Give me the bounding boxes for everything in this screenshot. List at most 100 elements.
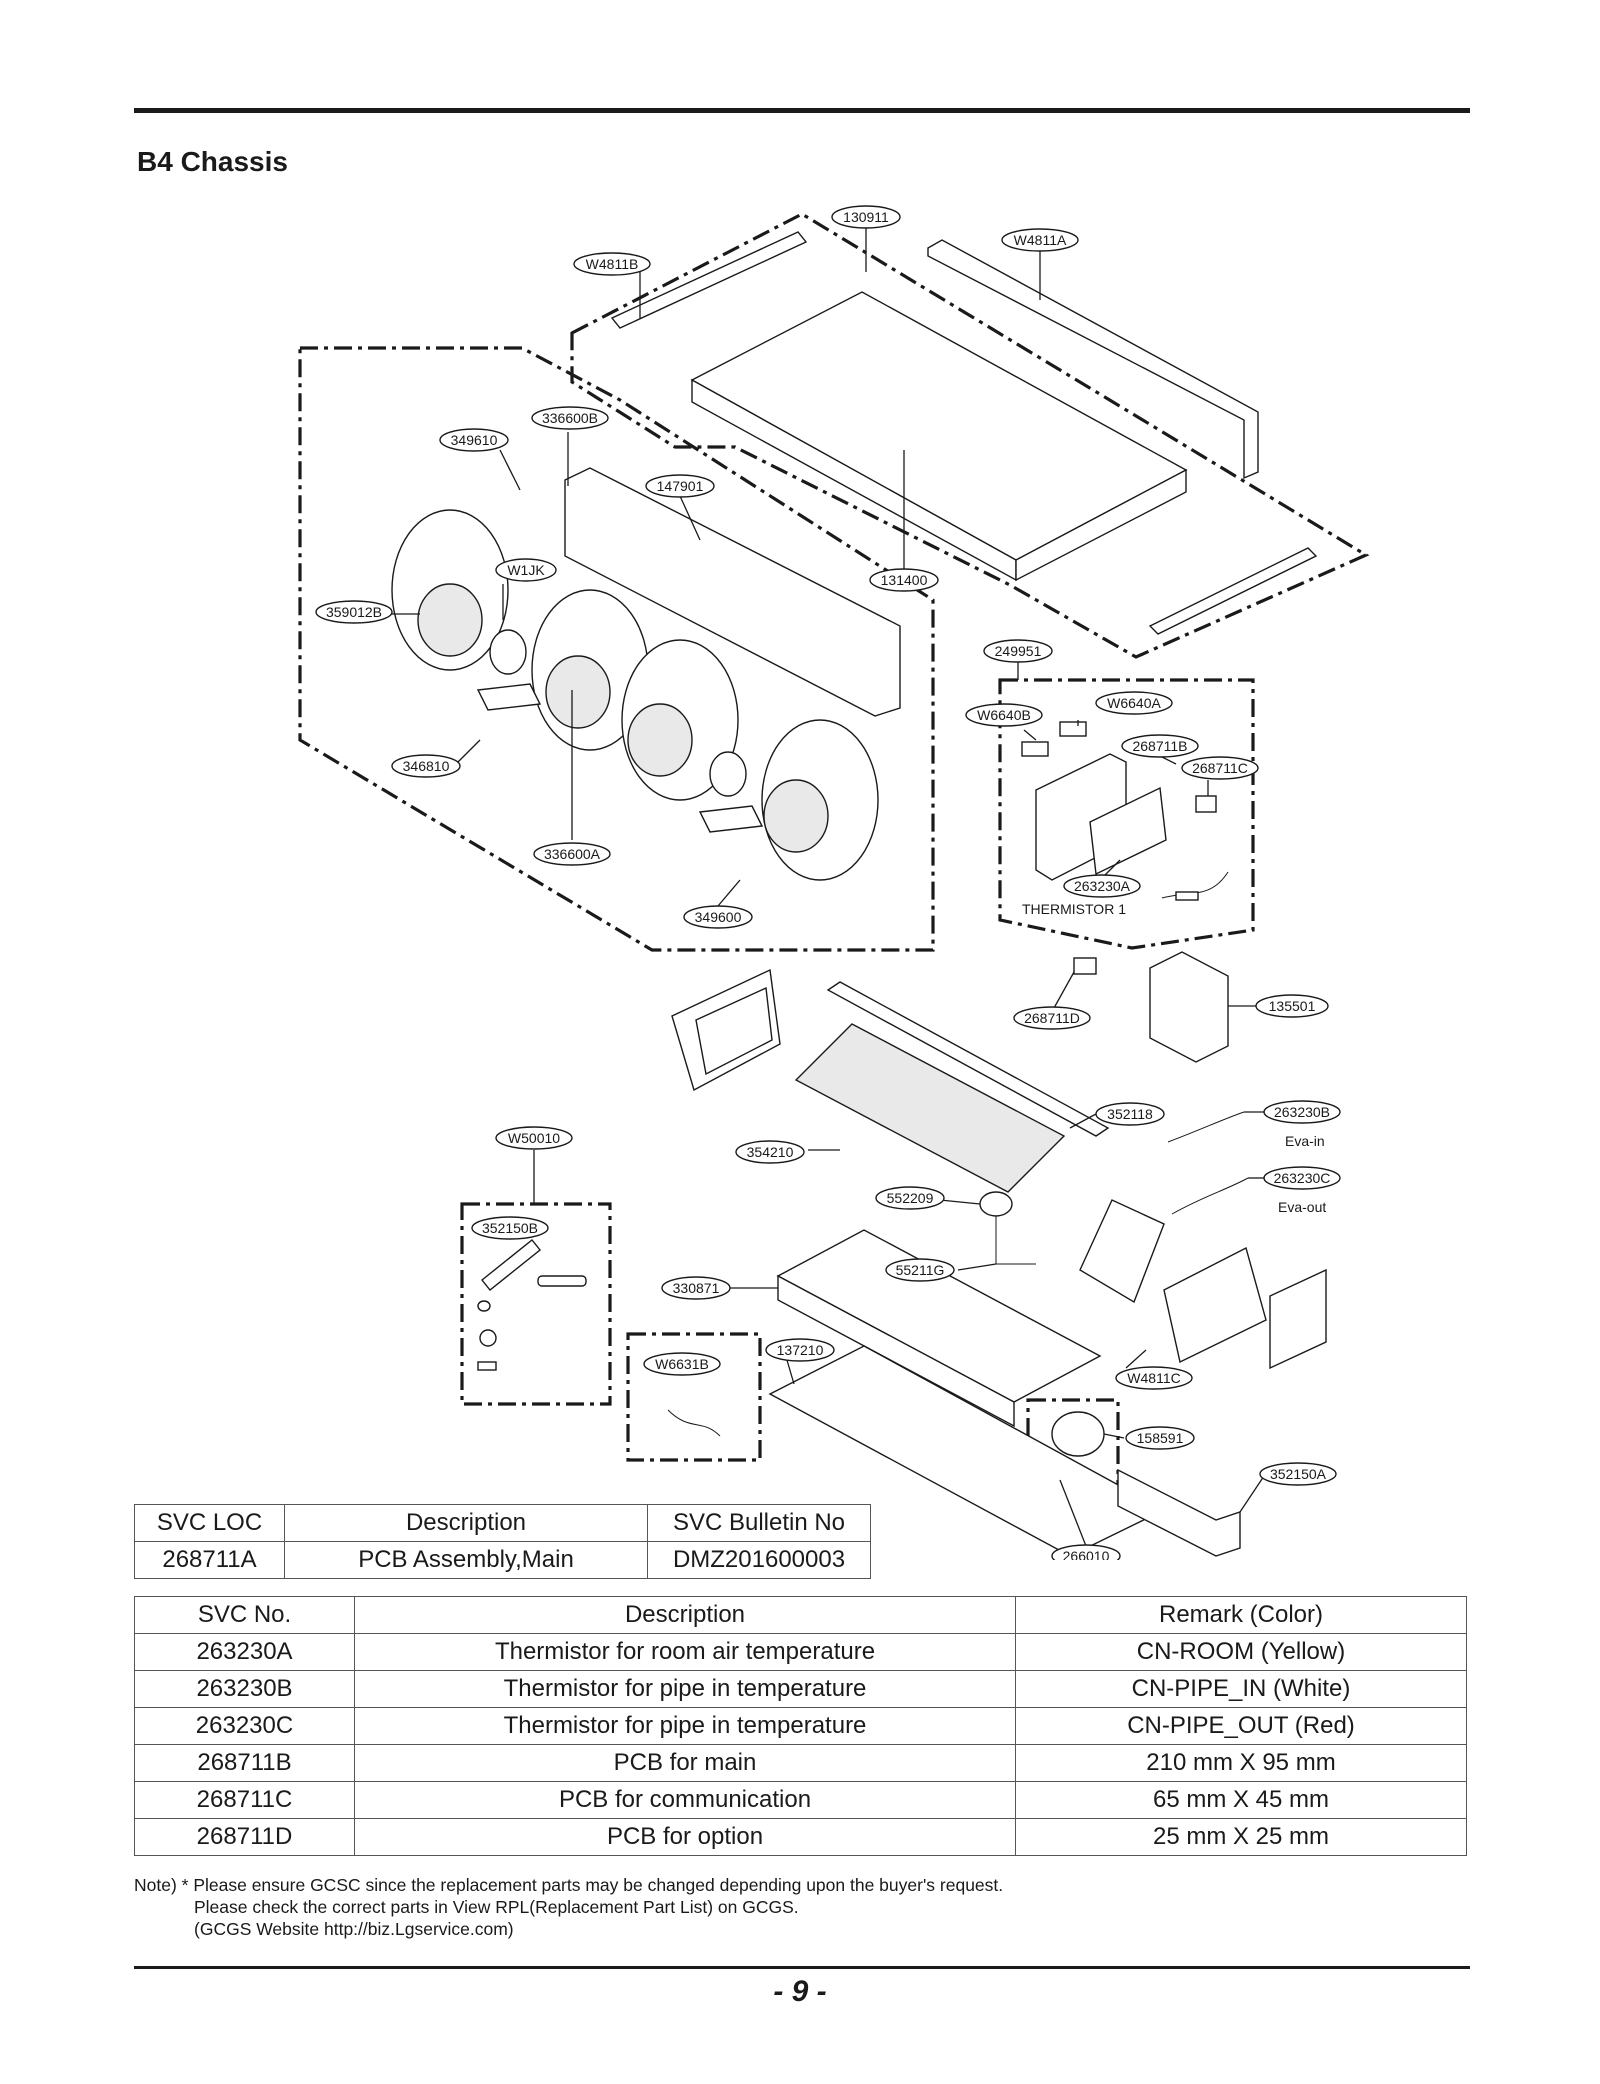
thermistor-263230a	[1161, 871, 1229, 901]
heat-exchanger-354210	[794, 1023, 1066, 1193]
svg-text:W6640A: W6640A	[1107, 695, 1161, 711]
svg-text:336600A: 336600A	[544, 846, 601, 862]
footnote-line: Please check the correct parts in View R…	[194, 1897, 799, 1917]
cell-description: PCB for communication	[354, 1781, 1016, 1819]
callout-131400: 131400	[869, 568, 939, 592]
top-rule	[134, 108, 1470, 113]
callout-349600: 349600	[683, 905, 753, 929]
svg-text:336600B: 336600B	[542, 410, 598, 426]
svg-text:349600: 349600	[695, 909, 742, 925]
svg-text:W4811B: W4811B	[586, 256, 639, 272]
leader-lines	[390, 224, 1265, 1547]
eva-in-label: Eva-in	[1285, 1133, 1325, 1149]
svc-bulletin-table: SVC LOC Description SVC Bulletin No 2687…	[134, 1504, 871, 1579]
callout-266010: 266010	[1051, 1544, 1121, 1560]
motor-mounts	[476, 683, 764, 833]
svg-text:131400: 131400	[881, 572, 928, 588]
header-remark: Remark (Color)	[1015, 1596, 1467, 1634]
svg-text:330871: 330871	[673, 1280, 720, 1296]
bracket-w4811b	[610, 231, 808, 329]
callout-359012b: 359012B	[315, 600, 393, 624]
cell-description: PCB Assembly,Main	[284, 1541, 648, 1579]
control-box-249951	[1035, 753, 1167, 881]
callout-w4811b: W4811B	[573, 252, 651, 276]
svg-text:55211G: 55211G	[896, 1262, 945, 1278]
drain-hose-kit-352150b	[477, 1239, 587, 1371]
comm-pcb-268711c	[1195, 795, 1217, 813]
header-description: Description	[284, 1504, 648, 1542]
callout-135501: 135501	[1255, 994, 1329, 1018]
cell-remark: CN-PIPE_IN (White)	[1015, 1670, 1467, 1708]
svg-text:135501: 135501	[1269, 998, 1316, 1014]
callout-352150b: 352150B	[471, 1216, 549, 1240]
table-row: 263230A Thermistor for room air temperat…	[134, 1633, 1467, 1671]
callout-352150a: 352150A	[1259, 1462, 1337, 1486]
wire-w6631b	[667, 1409, 721, 1437]
cell-description: PCB for main	[354, 1744, 1016, 1782]
callout-130911: 130911	[831, 205, 901, 229]
top-panel-352118	[826, 981, 1110, 1137]
control-box-group-outline	[998, 678, 1255, 950]
svg-text:W1JK: W1JK	[507, 562, 545, 578]
callout-263230b: 263230B	[1263, 1100, 1341, 1124]
parts-table: SVC No. Description Remark (Color) 26323…	[134, 1596, 1467, 1856]
callout-w4811a: W4811A	[1001, 228, 1079, 252]
top-cover-group-outline	[570, 212, 1370, 659]
callout-349610: 349610	[439, 428, 509, 452]
cell-remark: 65 mm X 45 mm	[1015, 1781, 1467, 1819]
callout-263230c: 263230C	[1263, 1166, 1341, 1190]
svg-text:W4811A: W4811A	[1014, 232, 1067, 248]
callout-263230a: 263230A	[1063, 874, 1141, 898]
svg-text:158591: 158591	[1137, 1430, 1184, 1446]
cell-svc-no: 263230A	[134, 1633, 355, 1671]
svg-text:W4811C: W4811C	[1127, 1370, 1180, 1386]
svg-text:346810: 346810	[403, 758, 450, 774]
callout-249951: 249951	[983, 639, 1053, 663]
svg-text:352118: 352118	[1107, 1106, 1153, 1122]
callout-w6640a: W6640A	[1095, 691, 1173, 715]
cell-remark: CN-ROOM (Yellow)	[1015, 1633, 1467, 1671]
callout-552209: 552209	[875, 1186, 945, 1210]
svg-text:263230C: 263230C	[1274, 1170, 1331, 1186]
callout-55211g: 55211G	[885, 1258, 955, 1282]
svg-text:359012B: 359012B	[326, 604, 382, 620]
cell-svc-no: 268711C	[134, 1781, 355, 1819]
svg-text:268711C: 268711C	[1192, 760, 1248, 776]
header-svc-bulletin-no: SVC Bulletin No	[647, 1504, 871, 1542]
fan-mounting-plate-336600b	[564, 467, 901, 717]
expansion-valve-552209	[979, 1191, 1036, 1265]
cell-svc-loc: 268711A	[134, 1541, 285, 1579]
header-description: Description	[354, 1596, 1016, 1634]
table-header-row: SVC No. Description Remark (Color)	[134, 1596, 1467, 1634]
callout-268711c: 268711C	[1181, 756, 1259, 780]
svg-text:249951: 249951	[995, 643, 1042, 659]
side-panels-right	[1079, 1199, 1327, 1370]
header-svc-loc: SVC LOC	[134, 1504, 285, 1542]
elec-box-135501	[1149, 951, 1229, 1063]
side-filters	[671, 968, 781, 1092]
svg-text:349610: 349610	[451, 432, 498, 448]
callout-147901: 147901	[645, 474, 715, 498]
svg-text:147901: 147901	[657, 478, 704, 494]
svg-text:352150A: 352150A	[1270, 1466, 1327, 1482]
cell-description: PCB for option	[354, 1818, 1016, 1856]
page-number: - 9 -	[773, 1975, 827, 2008]
bottom-rule	[134, 1966, 1470, 1969]
cell-description: Thermistor for room air temperature	[354, 1633, 1016, 1671]
svg-text:354210: 354210	[747, 1144, 794, 1160]
svg-text:137210: 137210	[777, 1342, 824, 1358]
table-row: 268711B PCB for main 210 mm X 95 mm	[134, 1744, 1467, 1782]
callout-w6631b: W6631B	[643, 1352, 721, 1376]
svg-text:268711B: 268711B	[1132, 738, 1187, 754]
svg-text:263230A: 263230A	[1074, 878, 1131, 894]
table-row: 268711A PCB Assembly,Main DMZ201600003	[134, 1541, 871, 1579]
exploded-parts-diagram: 130911 W4811A W4811B 336600B 349610 1479…	[298, 205, 1370, 1560]
thermistor-1-label: THERMISTOR 1	[1022, 901, 1126, 917]
svg-text:552209: 552209	[887, 1190, 934, 1206]
callout-330871: 330871	[661, 1276, 731, 1300]
cell-remark: 25 mm X 25 mm	[1015, 1818, 1467, 1856]
cell-bulletin: DMZ201600003	[647, 1541, 871, 1579]
sensor-263230c	[1171, 1177, 1249, 1215]
svg-text:W50010: W50010	[508, 1130, 560, 1146]
svg-text:266010: 266010	[1063, 1548, 1110, 1560]
